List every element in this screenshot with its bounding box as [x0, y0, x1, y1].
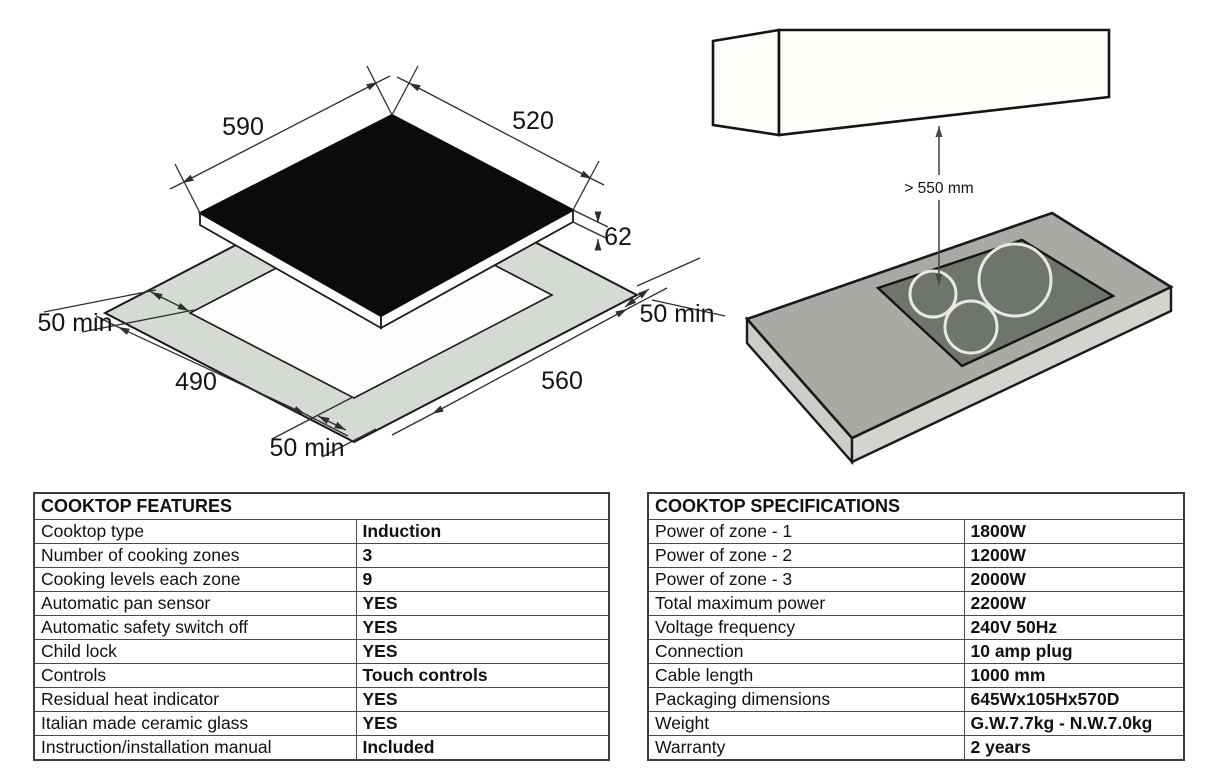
- feature-value: YES: [355, 687, 610, 712]
- spec-row: Power of zone - 3 2000W: [647, 567, 1185, 592]
- spec-label: Power of zone - 1: [647, 519, 965, 544]
- spec-label: Voltage frequency: [647, 615, 965, 640]
- installation-diagrams-svg: 590 520 62 490 560 50 min 50 min 50 min: [37, 28, 1174, 466]
- spec-row: Packaging dimensions 645Wx105Hx570D: [647, 687, 1185, 712]
- hood-left-face: [711, 28, 781, 137]
- feature-row: Residual heat indicator YES: [33, 687, 610, 712]
- spec-label: Cable length: [647, 663, 965, 688]
- spec-label: Warranty: [647, 735, 965, 761]
- feature-row: Automatic safety switch off YES: [33, 615, 610, 640]
- dim-cooktop-depth-label: 520: [512, 107, 554, 135]
- feature-label: Child lock: [33, 639, 357, 664]
- spec-label: Packaging dimensions: [647, 687, 965, 712]
- spec-value: 1000 mm: [963, 663, 1185, 688]
- feature-value: Touch controls: [355, 663, 610, 688]
- clearance-right-label: 50 min: [639, 300, 714, 328]
- spec-row: Power of zone - 2 1200W: [647, 543, 1185, 568]
- spec-value: 645Wx105Hx570D: [963, 687, 1185, 712]
- feature-label: Italian made ceramic glass: [33, 711, 357, 736]
- spec-row: Cable length 1000 mm: [647, 663, 1185, 688]
- spec-value: G.W.7.7kg - N.W.7.0kg: [963, 711, 1185, 736]
- feature-row: Italian made ceramic glass YES: [33, 711, 610, 736]
- spec-row: Total maximum power 2200W: [647, 591, 1185, 616]
- dim-thickness-label: 62: [604, 223, 632, 251]
- feature-label: Automatic safety switch off: [33, 615, 357, 640]
- feature-label: Controls: [33, 663, 357, 688]
- dim-cutout-width-label: 490: [175, 368, 217, 396]
- dim-cooktop-width-label: 590: [222, 113, 264, 141]
- feature-row: Child lock YES: [33, 639, 610, 664]
- feature-label: Number of cooking zones: [33, 543, 357, 568]
- feature-row: Cooktop type Induction: [33, 519, 610, 544]
- feature-row: Instruction/installation manual Included: [33, 735, 610, 761]
- feature-value: YES: [355, 639, 610, 664]
- spec-row: Weight G.W.7.7kg - N.W.7.0kg: [647, 711, 1185, 736]
- spec-value: 10 amp plug: [963, 639, 1185, 664]
- hood-front-face: [777, 28, 1111, 137]
- feature-label: Cooktop type: [33, 519, 357, 544]
- features-table-header: COOKTOP FEATURES: [33, 492, 610, 520]
- cooking-zone-front: [943, 299, 999, 355]
- specs-table-title: COOKTOP SPECIFICATIONS: [647, 492, 1185, 520]
- spec-label: Weight: [647, 711, 965, 736]
- feature-label: Automatic pan sensor: [33, 591, 357, 616]
- cooking-zone-left: [908, 269, 958, 319]
- spec-label: Connection: [647, 639, 965, 664]
- spec-row: Voltage frequency 240V 50Hz: [647, 615, 1185, 640]
- clearance-front-label: 50 min: [269, 434, 344, 462]
- spec-value: 2200W: [963, 591, 1185, 616]
- spec-value: 1200W: [963, 543, 1185, 568]
- spec-label: Total maximum power: [647, 591, 965, 616]
- spec-row: Power of zone - 1 1800W: [647, 519, 1185, 544]
- feature-value: 3: [355, 543, 610, 568]
- dimension-lines: [43, 65, 726, 458]
- specs-table-header: COOKTOP SPECIFICATIONS: [647, 492, 1185, 520]
- feature-row: Number of cooking zones 3: [33, 543, 610, 568]
- feature-label: Residual heat indicator: [33, 687, 357, 712]
- feature-label: Instruction/installation manual: [33, 735, 357, 761]
- feature-row: Automatic pan sensor YES: [33, 591, 610, 616]
- feature-value: YES: [355, 615, 610, 640]
- spec-label: Power of zone - 2: [647, 543, 965, 568]
- spec-value: 2000W: [963, 567, 1185, 592]
- spec-label: Power of zone - 3: [647, 567, 965, 592]
- spec-value: 240V 50Hz: [963, 615, 1185, 640]
- clearance-label-bg: [897, 175, 981, 200]
- spec-row: Connection 10 amp plug: [647, 639, 1185, 664]
- feature-value: YES: [355, 591, 610, 616]
- specifications-table: COOKTOP SPECIFICATIONS Power of zone - 1…: [647, 492, 1185, 761]
- spec-row: Warranty 2 years: [647, 735, 1185, 761]
- spec-value: 1800W: [963, 519, 1185, 544]
- feature-value: Included: [355, 735, 610, 761]
- feature-value: YES: [355, 711, 610, 736]
- features-table-title: COOKTOP FEATURES: [33, 492, 610, 520]
- feature-value: 9: [355, 567, 610, 592]
- hood-clearance-diagram: > 550 mm: [711, 28, 1174, 466]
- cooking-zone-large: [977, 242, 1053, 318]
- dim-cutout-depth-label: 560: [541, 367, 583, 395]
- clearance-left-label: 50 min: [37, 309, 112, 337]
- feature-row: Cooking levels each zone 9: [33, 567, 610, 592]
- features-table: COOKTOP FEATURES Cooktop type Induction …: [33, 492, 610, 761]
- feature-label: Cooking levels each zone: [33, 567, 357, 592]
- feature-row: Controls Touch controls: [33, 663, 610, 688]
- feature-value: Induction: [355, 519, 610, 544]
- hood-clearance-label: > 550 mm: [904, 180, 973, 197]
- cutout-installation-diagram: 590 520 62 490 560 50 min 50 min 50 min: [37, 65, 726, 462]
- spec-value: 2 years: [963, 735, 1185, 761]
